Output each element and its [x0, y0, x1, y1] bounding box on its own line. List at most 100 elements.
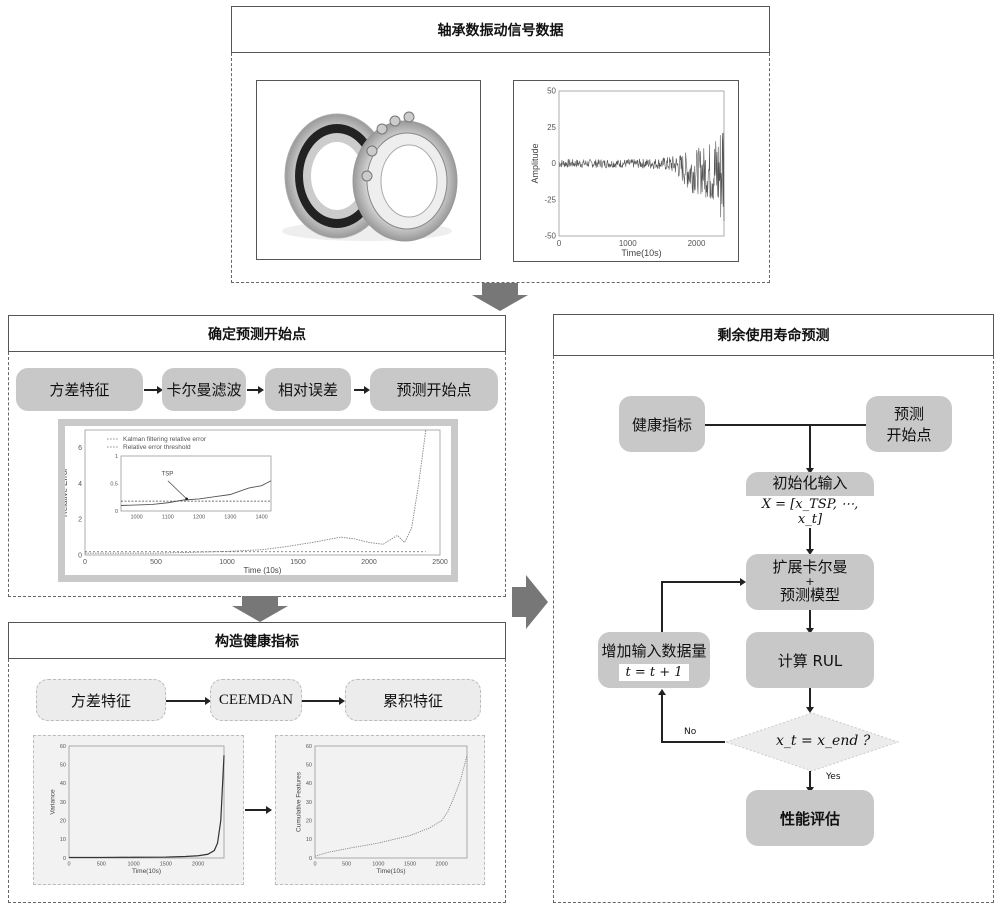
connector	[166, 700, 206, 702]
cumulative-x-tick: 0	[313, 862, 316, 868]
arrow-up-icon	[658, 689, 666, 695]
variance-series	[69, 755, 225, 859]
big-arrow-right-icon	[512, 575, 548, 629]
relerror-y-tick: 4	[78, 481, 82, 488]
arrow-down-icon	[806, 549, 814, 555]
cumulative-x-tick: 1500	[404, 862, 416, 868]
section-title-rul-text: 剩余使用寿命预测	[717, 328, 830, 344]
relerror-x-tick: 500	[150, 559, 162, 566]
big-arrow-down-icon	[472, 283, 528, 311]
cumulative-x-tick: 1000	[372, 862, 384, 868]
rul-eval-label: 性能评估	[779, 809, 840, 828]
no-up-line	[661, 694, 663, 742]
relerror-tsp-arrow	[167, 480, 187, 500]
rul-ekf-line1: 扩展卡尔曼	[772, 558, 848, 577]
arrow-right-icon	[205, 697, 211, 705]
hi-step-cumulative: 累积特征	[345, 679, 481, 721]
relerror-inset-y-tick: 0.5	[110, 481, 118, 487]
connector	[809, 688, 811, 709]
section-title-rul: 剩余使用寿命预测	[553, 314, 994, 356]
rul-health-index-label: 健康指标	[631, 415, 692, 434]
rul-tsp-line2: 开始点	[886, 426, 932, 444]
arrow-down-icon	[806, 628, 814, 634]
relerror-inset-y-tick: 0	[115, 509, 118, 515]
cumulative-plot-area	[314, 745, 468, 859]
relerror-inset-plot-area	[120, 455, 272, 512]
rul-ekf-model: 扩展卡尔曼 + 预测模型	[746, 554, 874, 610]
relerror-x-label: Time (10s)	[244, 566, 282, 575]
loop-right-line	[661, 581, 741, 583]
rul-tsp-line1: 预测	[893, 405, 924, 423]
rul-calc-label: 计算 RUL	[777, 651, 843, 670]
loop-up-line	[661, 581, 663, 632]
relerror-x-tick: 1500	[290, 559, 306, 566]
vibration-x-tick: 0	[557, 239, 562, 248]
cumulative-y-label: Cumulative Features	[296, 771, 303, 832]
rul-init-input-label: 初始化输入	[772, 474, 848, 492]
relerror-legend-label: Kalman filtering relative error	[123, 436, 207, 443]
section-title-hi-text: 构造健康指标	[215, 633, 299, 650]
variance-y-tick: 10	[60, 837, 66, 843]
hi-step-variance-label: 方差特征	[70, 691, 131, 710]
rul-decision-label: x_t = x_end ?	[776, 733, 871, 749]
variance-y-tick: 40	[60, 781, 66, 787]
vibration-x-tick: 2000	[688, 239, 706, 248]
tsp-step-tsp-label: 预测开始点	[396, 381, 472, 399]
vibration-y-tick: 50	[547, 87, 556, 96]
bearing-image	[256, 80, 481, 260]
arrow-down-icon	[806, 468, 814, 474]
variance-y-tick: 50	[60, 763, 66, 769]
rul-increase-formula: t = t + 1	[619, 663, 689, 681]
arrow-down-icon	[806, 707, 814, 713]
rul-decision-diamond	[724, 712, 900, 772]
relerror-inset-y-tick: 1	[115, 454, 118, 460]
connector	[809, 771, 811, 789]
section-title-tsp-text: 确定预测开始点	[208, 326, 306, 343]
cumulative-y-tick: 10	[306, 837, 312, 843]
hi-step-cumulative-label: 累积特征	[382, 691, 443, 710]
relerror-x-tick: 2500	[432, 559, 448, 566]
rul-init-formula: X = [x_TSP, ⋯, x_t]	[746, 496, 874, 528]
section-rul-panel	[553, 356, 994, 903]
relerror-inset-x-tick: 1200	[193, 515, 205, 521]
connector	[302, 700, 340, 702]
vibration-signal	[558, 132, 725, 222]
relerror-y-tick: 6	[78, 445, 82, 452]
rul-calc: 计算 RUL	[746, 632, 874, 688]
relerror-x-tick: 1000	[219, 559, 235, 566]
rul-increase-label: 增加输入数据量	[601, 641, 707, 660]
relerror-tsp-annotation: TSP	[162, 471, 174, 477]
relerror-tsp-point	[185, 497, 189, 501]
cumulative-y-tick: 50	[306, 763, 312, 769]
variance-x-tick: 1000	[127, 862, 139, 868]
section-title-hi: 构造健康指标	[8, 622, 506, 659]
arrow-right-icon	[258, 386, 264, 394]
relerror-x-tick: 0	[83, 559, 87, 566]
connector	[144, 389, 158, 391]
merge-down-line	[809, 424, 811, 470]
vibration-y-label: Amplitude	[530, 143, 540, 183]
vibration-y-tick: 0	[552, 159, 557, 168]
cumulative-series	[314, 755, 468, 857]
rul-eval: 性能评估	[746, 790, 874, 846]
bearing-right	[352, 111, 458, 242]
big-arrow-down-icon	[232, 596, 288, 622]
variance-x-tick: 1500	[160, 862, 172, 868]
variance-y-tick: 30	[60, 800, 66, 806]
connector	[354, 389, 366, 391]
tsp-step-tsp: 预测开始点	[370, 368, 498, 411]
variance-x-tick: 2000	[192, 862, 204, 868]
arrow-right-icon	[740, 578, 746, 586]
relerror-inset-x-tick: 1300	[224, 515, 236, 521]
tsp-step-variance-label: 方差特征	[49, 381, 110, 399]
section-data-panel	[231, 53, 770, 283]
cumulative-x-tick: 500	[342, 862, 351, 868]
rul-tsp: 预测 开始点	[866, 396, 952, 452]
bearing-illustration	[282, 111, 458, 242]
relerror-y-tick: 2	[78, 517, 82, 524]
relerror-x-tick: 2000	[361, 559, 377, 566]
